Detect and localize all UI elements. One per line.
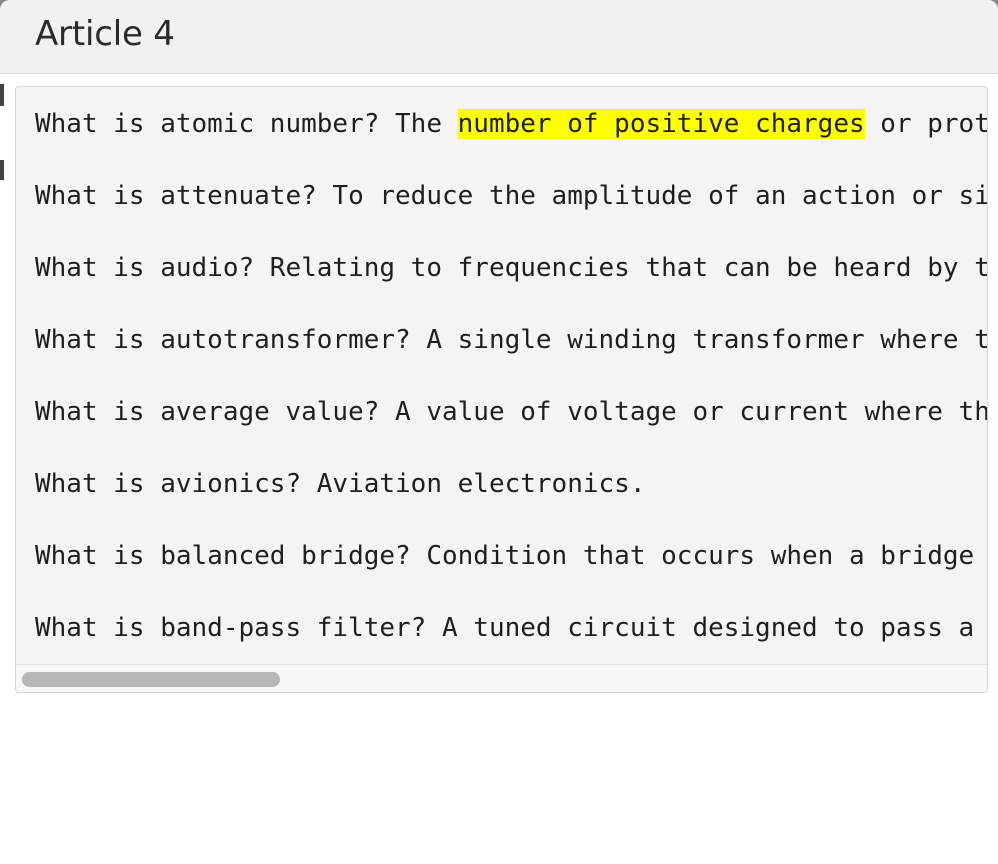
line-text: or prot xyxy=(864,109,987,139)
dialog-header: Article 4 xyxy=(0,0,998,74)
article-text-panel[interactable]: What is atomic number? The number of pos… xyxy=(15,86,988,693)
background-edge xyxy=(0,160,4,180)
article-line: What is attenuate? To reduce the amplitu… xyxy=(35,181,987,211)
article-line: What is average value? A value of voltag… xyxy=(35,397,987,427)
horizontal-scrollbar[interactable] xyxy=(16,664,987,692)
line-text: What is atomic number? The xyxy=(35,109,458,139)
article-line: What is audio? Relating to frequencies t… xyxy=(35,253,987,283)
highlighted-text: number of positive charges xyxy=(457,109,865,139)
article-line: What is balanced bridge? Condition that … xyxy=(35,541,975,571)
dialog-title: Article 4 xyxy=(35,14,175,54)
article-line: What is band-pass filter? A tuned circui… xyxy=(35,613,975,643)
article-line: What is autotransformer? A single windin… xyxy=(35,325,987,355)
article-line: What is atomic number? The number of pos… xyxy=(35,109,987,139)
article-content: What is atomic number? The number of pos… xyxy=(16,87,987,664)
scrollbar-thumb[interactable] xyxy=(22,672,280,687)
background-edge xyxy=(0,84,4,106)
article-line: What is avionics? Aviation electronics. xyxy=(35,469,646,499)
